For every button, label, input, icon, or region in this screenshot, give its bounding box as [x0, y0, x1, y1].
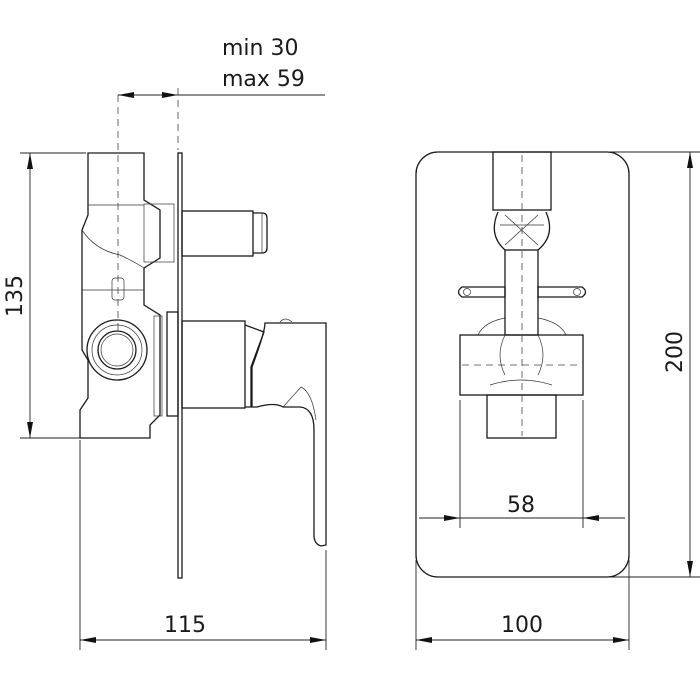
bottom-outlet	[486, 394, 557, 439]
lever-handle	[251, 322, 327, 547]
diverter-knob	[253, 212, 268, 254]
side-view	[79, 95, 327, 579]
front-dimensions: 58 100 200	[415, 151, 700, 650]
outlet-ring	[86, 319, 148, 381]
handle-collar	[166, 311, 179, 417]
mounting-ears	[457, 286, 587, 298]
diverter-stem	[181, 210, 254, 257]
dimension-inlet-spacing: 58	[507, 493, 535, 518]
handle-body	[181, 320, 246, 409]
dimension-depth-min: min 30	[222, 36, 298, 61]
dimension-plate-width: 100	[501, 613, 543, 638]
dimension-total-depth: 115	[164, 613, 206, 638]
dimension-body-height: 135	[3, 275, 28, 317]
side-dimensions: min 30 max 59 135 115	[3, 36, 327, 650]
front-view	[415, 151, 630, 578]
stem	[504, 249, 539, 336]
dimension-depth-max: max 59	[222, 67, 305, 92]
valve-body	[79, 152, 161, 439]
dimension-plate-height: 200	[663, 331, 688, 373]
